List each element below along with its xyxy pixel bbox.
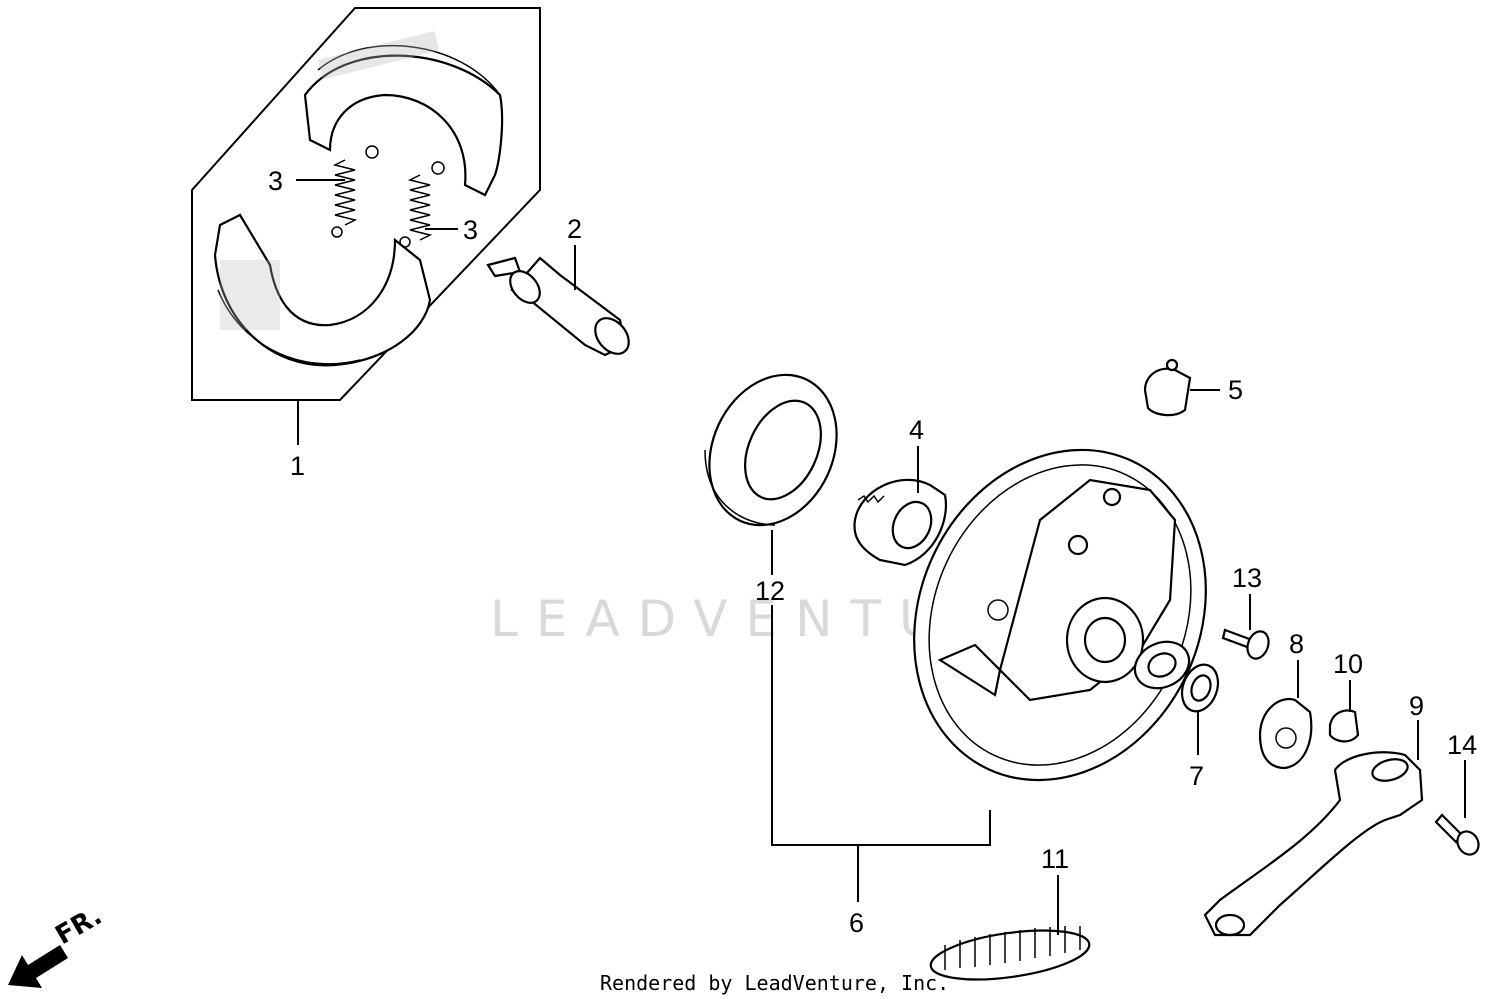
callout-9: 9	[1409, 691, 1424, 721]
brake-shoe-spring-right	[399, 161, 445, 248]
callout-3-right: 3	[463, 215, 478, 245]
callout-12: 12	[755, 576, 785, 606]
return-spring	[929, 926, 1091, 981]
bolt-13	[1221, 628, 1270, 660]
callout-11: 11	[1041, 844, 1069, 874]
callout-1: 1	[290, 451, 305, 481]
direction-label: FR.	[51, 901, 108, 951]
callout-labels: 1 2 3 3 4 5 6 7 8 9 10 11 12 13 14	[268, 166, 1477, 938]
callout-13: 13	[1232, 563, 1262, 593]
callout-2: 2	[567, 214, 582, 244]
felt-seal	[1328, 709, 1360, 743]
callout-4: 4	[909, 415, 924, 445]
callout-10: 10	[1333, 649, 1363, 679]
cap	[1143, 358, 1192, 417]
callout-7: 7	[1189, 761, 1204, 791]
front-direction-indicator: FR.	[8, 901, 107, 988]
callout-14: 14	[1447, 730, 1477, 760]
arrow-down-left-icon	[8, 945, 68, 988]
callout-5: 5	[1228, 375, 1243, 405]
brake-arm	[1203, 751, 1424, 937]
credit-text: Rendered by LeadVenture, Inc.	[600, 971, 949, 995]
dust-seal	[704, 373, 838, 527]
bolt-14	[1434, 813, 1480, 856]
speedometer-gear	[853, 478, 948, 567]
seal	[1180, 663, 1220, 713]
brake-shoe-set	[191, 7, 541, 401]
brake-cam	[486, 256, 630, 357]
leader-lines	[296, 179, 1466, 935]
callout-3-left: 3	[268, 166, 283, 196]
brake-shoe-spring-left	[331, 145, 379, 238]
brake-panel	[913, 448, 1207, 782]
callout-6: 6	[849, 908, 864, 938]
callout-8: 8	[1289, 629, 1304, 659]
wear-indicator-plate	[1258, 697, 1313, 770]
